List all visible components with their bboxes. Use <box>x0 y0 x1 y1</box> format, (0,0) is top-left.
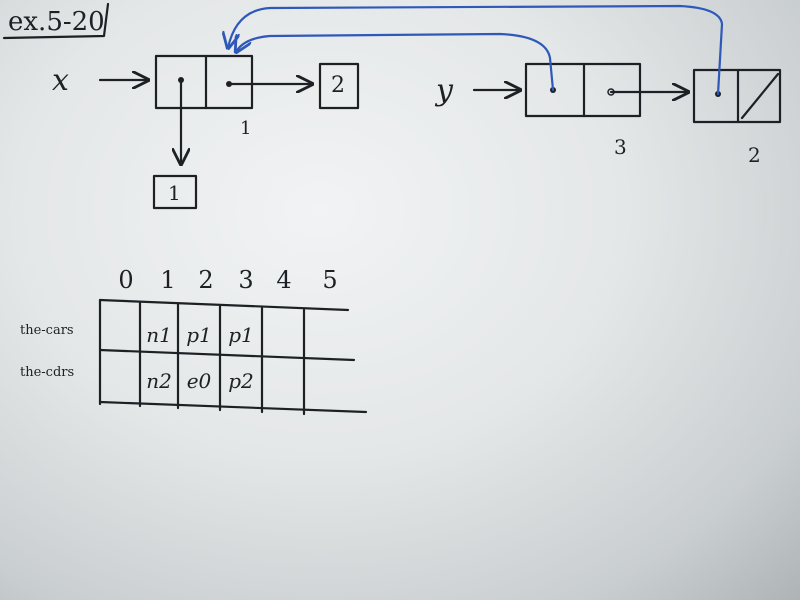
table-line-middle <box>98 348 356 362</box>
table-cell-value: p1 <box>186 323 212 347</box>
table-column-header: 1 <box>160 266 175 294</box>
cons-cell-y: 3 <box>524 62 688 159</box>
table-line-top <box>98 298 350 312</box>
table-column-header: 2 <box>198 266 213 294</box>
cons-cell-x-box <box>154 54 254 110</box>
table-cell-value: n1 <box>146 323 172 347</box>
cons-cell-end: 2 <box>692 68 782 167</box>
var-x-label: x <box>52 63 69 98</box>
table-rows: the-cars n1 p1 p1 the-cdrs n2 e0 p2 <box>20 323 254 393</box>
blue-arrow-y-car <box>236 32 555 92</box>
atom-car-value: 1 <box>168 181 181 205</box>
atom-cdr-rect <box>318 62 360 110</box>
table-grid <box>98 298 368 416</box>
cons-cell-y-index: 3 <box>614 135 627 159</box>
table-cell-value: n2 <box>146 369 172 393</box>
blue-arrow-end-car <box>228 4 724 96</box>
table-row-label: the-cars <box>20 323 74 338</box>
atom-cdr-box: 2 <box>318 62 360 110</box>
cons-cell-x: 1 <box>154 54 312 164</box>
table-column-header: 0 <box>118 266 133 294</box>
table-line-bottom <box>98 400 368 414</box>
table-cell-value: e0 <box>187 369 212 393</box>
var-y-label: y <box>434 73 454 108</box>
cons-cell-x-index: 1 <box>240 118 251 139</box>
null-slash <box>740 72 780 120</box>
var-y-group: y <box>434 73 520 108</box>
var-x-group: x <box>52 63 148 98</box>
title-frame: ex.5-20 <box>2 2 110 40</box>
title-text: ex.5-20 <box>8 7 105 37</box>
table-row-label: the-cdrs <box>20 365 74 380</box>
table-column-header: 5 <box>322 266 337 294</box>
atom-cdr-value: 2 <box>331 73 345 98</box>
atom-car-box: 1 <box>152 174 198 210</box>
table-cell-value: p1 <box>228 323 254 347</box>
atom-car-rect <box>152 174 198 210</box>
table-column-header: 4 <box>276 266 291 294</box>
cons-cell-end-index: 2 <box>748 143 761 167</box>
table-cell-value: p2 <box>228 369 254 393</box>
table-column-header: 3 <box>238 266 253 294</box>
